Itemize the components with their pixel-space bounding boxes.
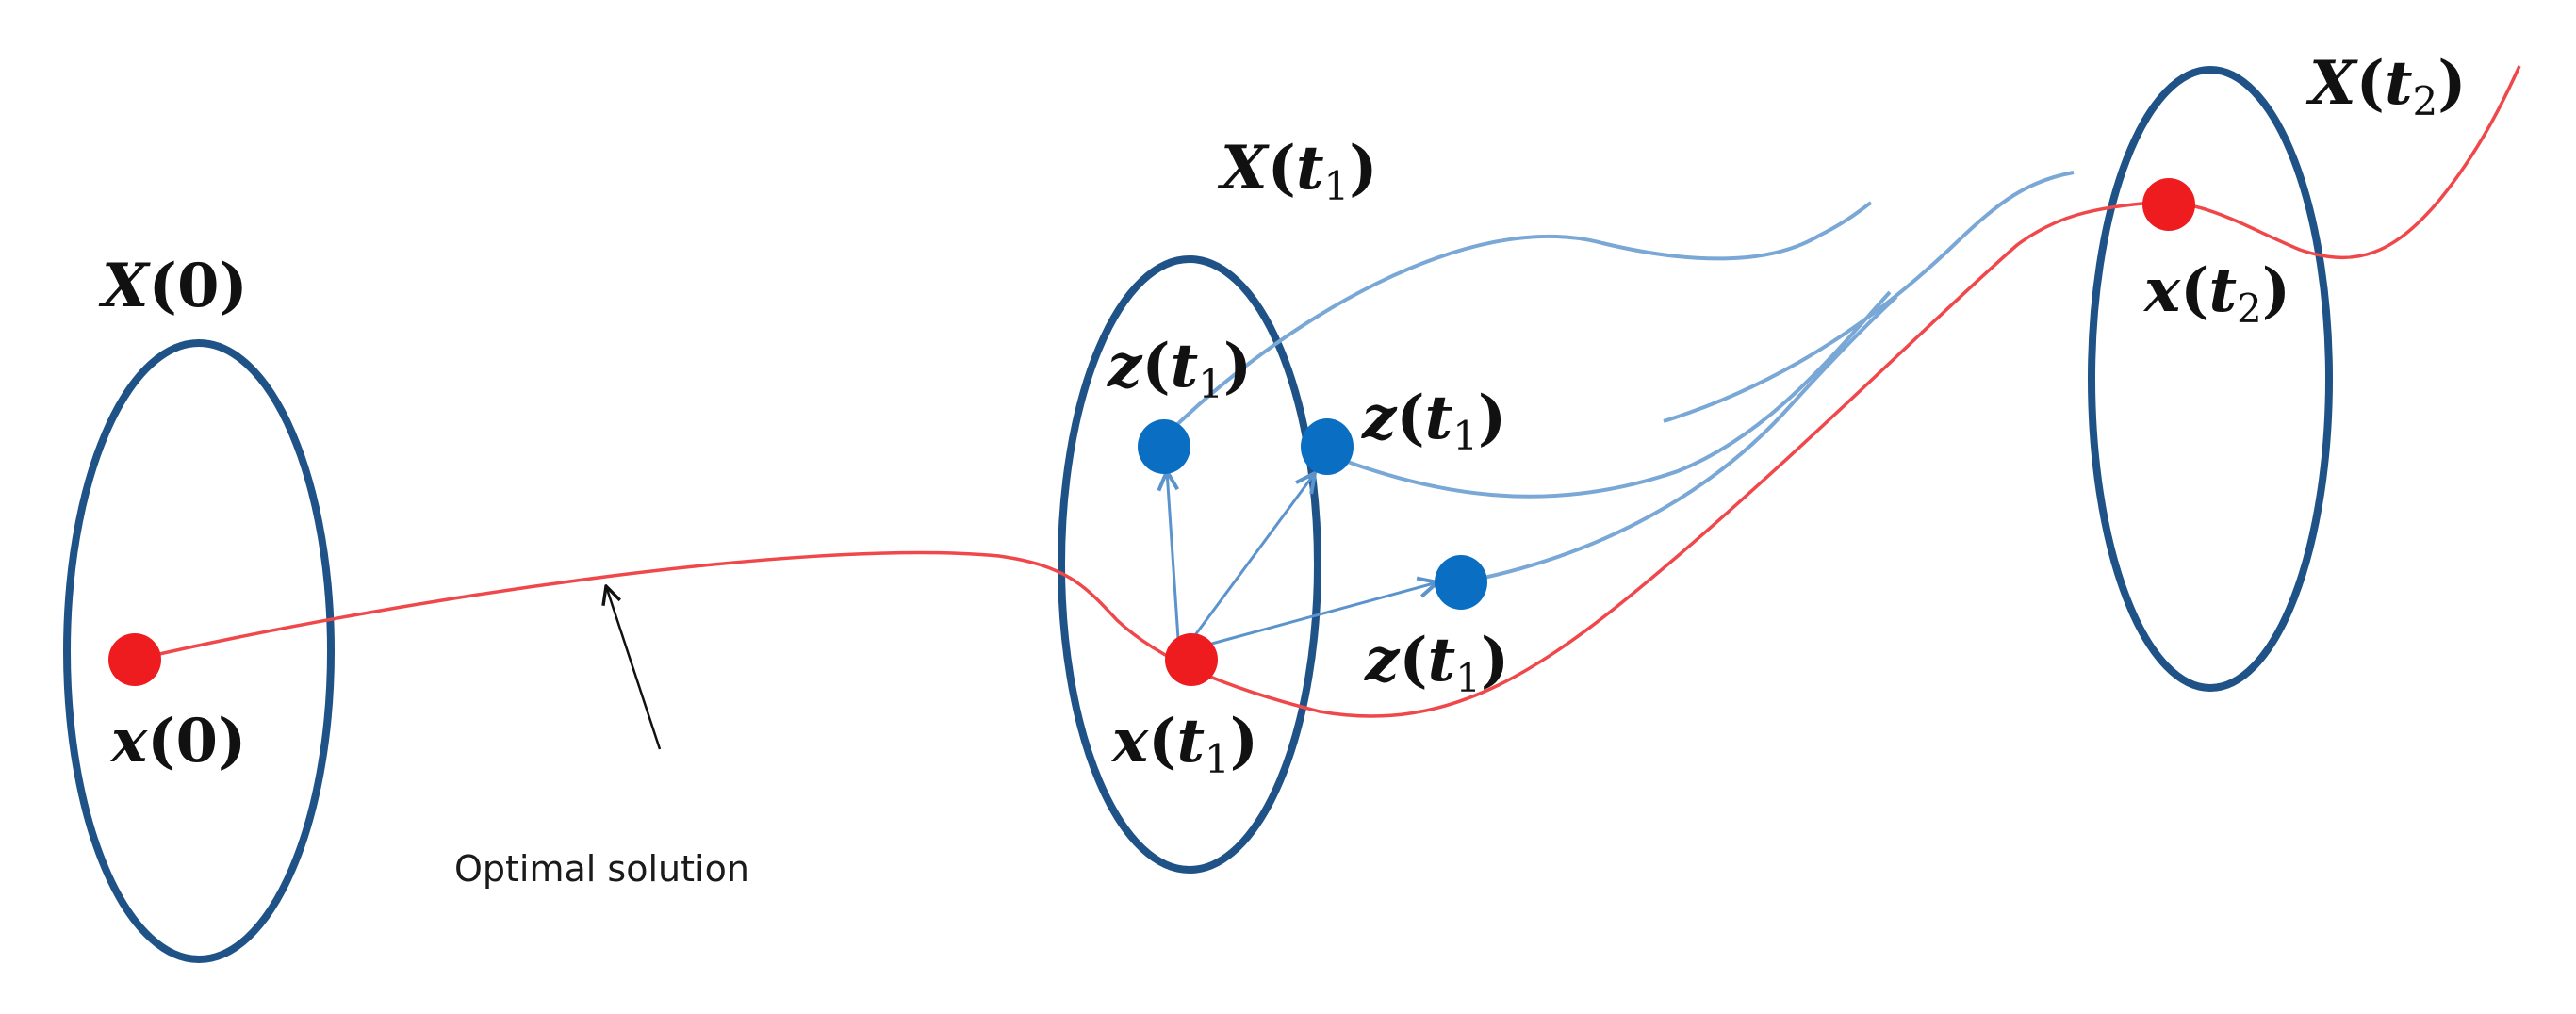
arrow-to-candidate-b [1190,473,1315,640]
set-xt1-label: X(t1) [1217,133,1378,209]
arrow-to-candidate-a [1167,471,1180,640]
candidate-point-a [1138,419,1190,474]
set-x0-label: X(0) [98,251,248,321]
optimal-trajectory [134,65,2521,718]
candidate-path-a [1163,201,1873,438]
state-xt1-point [1165,633,1218,686]
state-xt2-point [2142,178,2195,231]
state-xt2-label: x(t2) [2142,255,2290,332]
state-x0-label: x(0) [109,706,246,777]
candidate-path-b-upper [1663,171,2075,423]
feasible-set-x0 [63,339,335,963]
optimal-solution-caption: Optimal solution [454,848,749,890]
candidate-point-b [1301,418,1354,475]
candidate-point-c [1435,555,1487,610]
candidate-c-label: z(t1) [1364,625,1509,701]
feasible-set-xt2 [2088,66,2333,692]
candidate-a-label: z(t1) [1107,331,1252,407]
feasible-set-xt1 [1058,255,1321,874]
candidate-b-label: z(t1) [1361,383,1506,459]
state-x0-point [108,633,161,686]
candidate-path-c [1460,295,1898,584]
set-xt2-label: X(t2) [2305,48,2467,124]
optimal-solution-pointer [606,586,662,750]
candidate-path-b-lower [1326,290,1892,499]
state-xt1-label: x(t1) [1110,706,1258,782]
arrow-to-candidate-c [1207,582,1437,646]
